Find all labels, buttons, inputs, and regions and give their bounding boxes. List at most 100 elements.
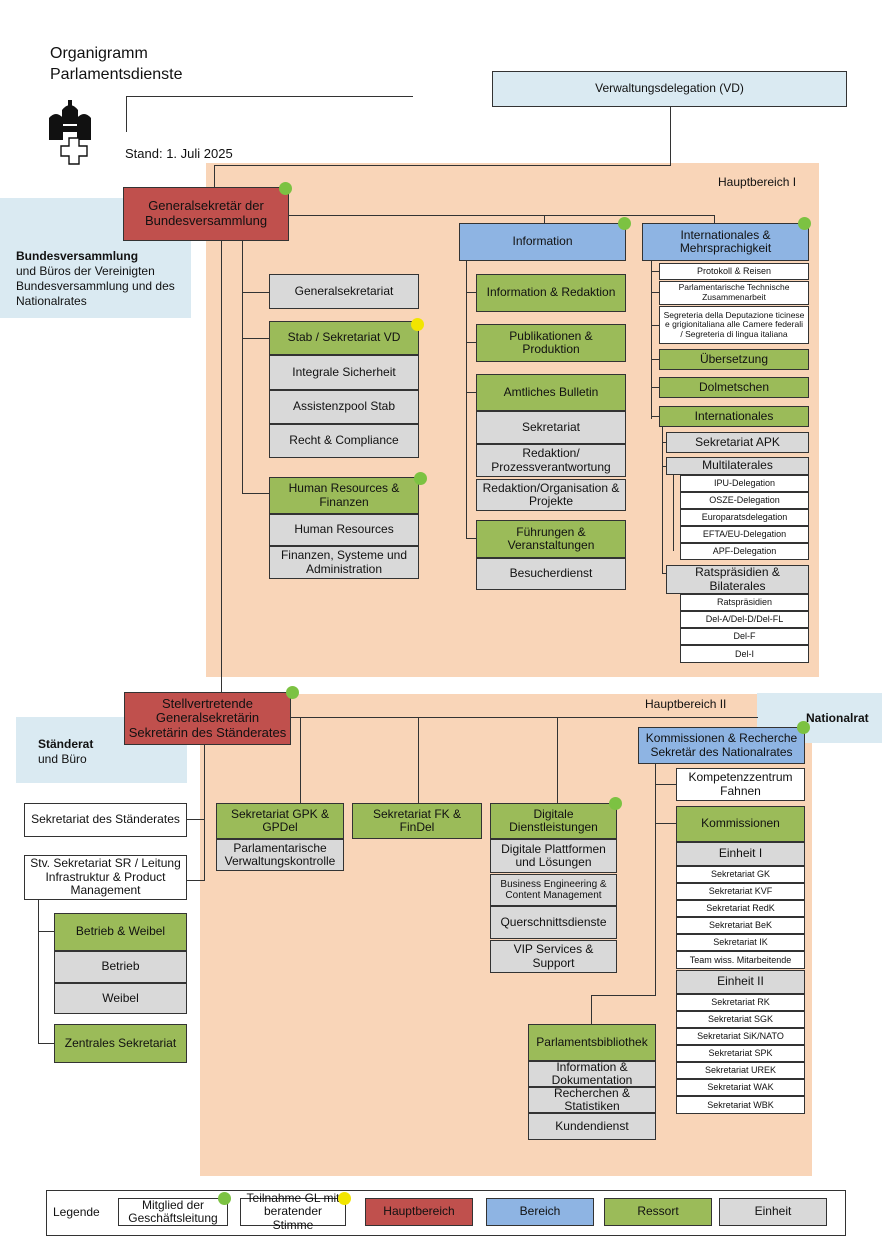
staenderat-text: und Büro: [38, 752, 87, 766]
sekretariat-sik-nato-box: Sekretariat SiK/NATO: [676, 1028, 805, 1045]
staenderat-title: Ständerat: [38, 737, 94, 751]
gl-member-dot: [798, 217, 811, 230]
legend-beratend: Teilnahme GL mit beratender Stimme: [240, 1191, 346, 1231]
kommissionen-box: Kommissionen: [676, 806, 805, 842]
gl-member-dot: [618, 217, 631, 230]
internationales-box: Internationales: [659, 406, 809, 427]
kompetenzzentrum-fahnen-box: Kompetenzzentrum Fahnen: [676, 768, 805, 801]
team-wiss-mitarbeitende-box: Team wiss. Mitarbeitende: [676, 951, 805, 969]
hr-finanzen-box: Human Resources & Finanzen: [269, 477, 419, 514]
gl-member-dot: [279, 182, 292, 195]
advisory-dot: [411, 318, 424, 331]
stv-sekretariat-sr-box: Stv. Sekretariat SR / Leitung Infrastruk…: [24, 855, 187, 900]
sekretariat-wbk-box: Sekretariat WBK: [676, 1096, 805, 1114]
sekretariat-fk-box: Sekretariat FK & FinDel: [352, 803, 482, 839]
querschnittsdienste-box: Querschnittsdienste: [490, 906, 617, 939]
betrieb-weibel-box: Betrieb & Weibel: [54, 913, 187, 951]
human-resources-box: Human Resources: [269, 514, 419, 546]
fuehrungen-veranstaltungen-box: Führungen & Veranstaltungen: [476, 520, 626, 558]
europaratsdelegation-box: Europaratsdelegation: [680, 509, 809, 526]
gl-member-dot: [797, 721, 810, 734]
bulletin-redaktion-prozess-box: Redaktion/ Prozessverantwortung: [476, 444, 626, 477]
sekretariat-ik-box: Sekretariat IK: [676, 934, 805, 951]
nationalrat-title: Nationalrat: [806, 711, 869, 725]
bulletin-redaktion-organisation-box: Redaktion/Organisation & Projekte: [476, 479, 626, 511]
legend-bereich: Bereich: [486, 1198, 594, 1226]
legend-einheit: Einheit: [719, 1198, 827, 1226]
gl-member-dot: [414, 472, 427, 485]
publikationen-produktion-box: Publikationen & Produktion: [476, 324, 626, 362]
bundesversammlung-text-2: Bundesversammlung und des: [16, 279, 175, 293]
ratspraesidien-bilaterales-box: Ratspräsidien & Bilaterales: [666, 565, 809, 594]
osze-delegation-box: OSZE-Delegation: [680, 492, 809, 509]
title-line-2: Parlamentsdienste: [50, 66, 183, 83]
sekretariat-gpk-box: Sekretariat GPK & GPDel: [216, 803, 344, 839]
digitale-dienstleistungen-box: Digitale Dienstleistungen: [490, 803, 617, 839]
ipu-delegation-box: IPU-Delegation: [680, 475, 809, 492]
recherchen-statistiken-box: Recherchen & Statistiken: [528, 1086, 656, 1113]
segreteria-deputazione-box: Segreteria della Deputazione ticinese e …: [659, 306, 809, 344]
kommissionen-recherche-box: Kommissionen & Recherche Sekretär des Na…: [638, 727, 805, 764]
legend-gl: Mitglied der Geschäftsleitung: [118, 1198, 228, 1226]
legend-label: Legende: [53, 1205, 100, 1219]
del-a-d-fl-box: Del-A/Del-D/Del-FL: [680, 611, 809, 628]
bundesversammlung-title: Bundesversammlung: [16, 249, 139, 263]
technische-zusammenarbeit-box: Parlamentarische Technische Zusammenarbe…: [659, 281, 809, 305]
sekretariat-rk-box: Sekretariat RK: [676, 994, 805, 1011]
hauptbereich-1-label: Hauptbereich I: [718, 175, 797, 189]
business-engineering-box: Business Engineering & Content Managemen…: [490, 874, 617, 906]
vip-services-box: VIP Services & Support: [490, 940, 617, 973]
einheit-2-box: Einheit II: [676, 970, 805, 994]
pvk-box: Parlamentarische Verwaltungskontrolle: [216, 839, 344, 871]
sekretariat-urek-box: Sekretariat UREK: [676, 1062, 805, 1079]
legend-ressort: Ressort: [604, 1198, 712, 1226]
generalsekretariat-box: Generalsekretariat: [269, 274, 419, 309]
besucherdienst-box: Besucherdienst: [476, 558, 626, 590]
ratspraesidien-box: Ratspräsidien: [680, 594, 809, 611]
gl-member-dot: [286, 686, 299, 699]
finanzen-systeme-box: Finanzen, Systeme und Administration: [269, 546, 419, 579]
sekretariat-sgk-box: Sekretariat SGK: [676, 1011, 805, 1028]
multilaterales-box: Multilaterales: [666, 457, 809, 475]
assistenzpool-stab-box: Assistenzpool Stab: [269, 390, 419, 424]
parlamentsbibliothek-box: Parlamentsbibliothek: [528, 1024, 656, 1061]
parliament-logo-icon: [46, 98, 106, 170]
sekretariat-spk-box: Sekretariat SPK: [676, 1045, 805, 1062]
gl-member-dot: [609, 797, 622, 810]
sekretariat-redk-box: Sekretariat RedK: [676, 900, 805, 917]
weibel-box: Weibel: [54, 983, 187, 1014]
zentrales-sekretariat-box: Zentrales Sekretariat: [54, 1024, 187, 1063]
stand-date: Stand: 1. Juli 2025: [125, 146, 233, 161]
del-f-box: Del-F: [680, 628, 809, 645]
sekretariat-kvf-box: Sekretariat KVF: [676, 883, 805, 900]
advisory-dot: [338, 1192, 351, 1205]
uebersetzung-box: Übersetzung: [659, 349, 809, 370]
kundendienst-box: Kundendienst: [528, 1113, 656, 1140]
amtliches-bulletin-box: Amtliches Bulletin: [476, 374, 626, 411]
integrale-sicherheit-box: Integrale Sicherheit: [269, 355, 419, 390]
protokoll-reisen-box: Protokoll & Reisen: [659, 263, 809, 280]
einheit-1-box: Einheit I: [676, 842, 805, 866]
stv-generalsekretaerin-box: Stellvertretende Generalsekretärin Sekre…: [124, 692, 291, 745]
sekretariat-staenderat-box: Sekretariat des Ständerates: [24, 803, 187, 837]
sekretariat-apk-box: Sekretariat APK: [666, 432, 809, 453]
bulletin-sekretariat-box: Sekretariat: [476, 411, 626, 444]
sekretariat-bek-box: Sekretariat BeK: [676, 917, 805, 934]
gl-member-dot: [218, 1192, 231, 1205]
digitale-plattformen-box: Digitale Plattformen und Lösungen: [490, 839, 617, 873]
apf-delegation-box: APF-Delegation: [680, 543, 809, 560]
bundesversammlung-text-3: Nationalrates: [16, 294, 87, 308]
betrieb-box: Betrieb: [54, 951, 187, 983]
hauptbereich-2-label: Hauptbereich II: [645, 697, 727, 711]
title-line-1: Organigramm: [50, 45, 148, 62]
information-redaktion-box: Information & Redaktion: [476, 274, 626, 312]
stab-sekretariat-vd-box: Stab / Sekretariat VD: [269, 321, 419, 355]
recht-compliance-box: Recht & Compliance: [269, 424, 419, 458]
dolmetschen-box: Dolmetschen: [659, 377, 809, 398]
information-box: Information: [459, 223, 626, 261]
sekretariat-wak-box: Sekretariat WAK: [676, 1079, 805, 1096]
verwaltungsdelegation-box: Verwaltungsdelegation (VD): [492, 71, 847, 107]
sekretariat-gk-box: Sekretariat GK: [676, 866, 805, 883]
information-dokumentation-box: Information & Dokumentation: [528, 1060, 656, 1087]
bundesversammlung-text-1: und Büros der Vereinigten: [16, 264, 155, 278]
